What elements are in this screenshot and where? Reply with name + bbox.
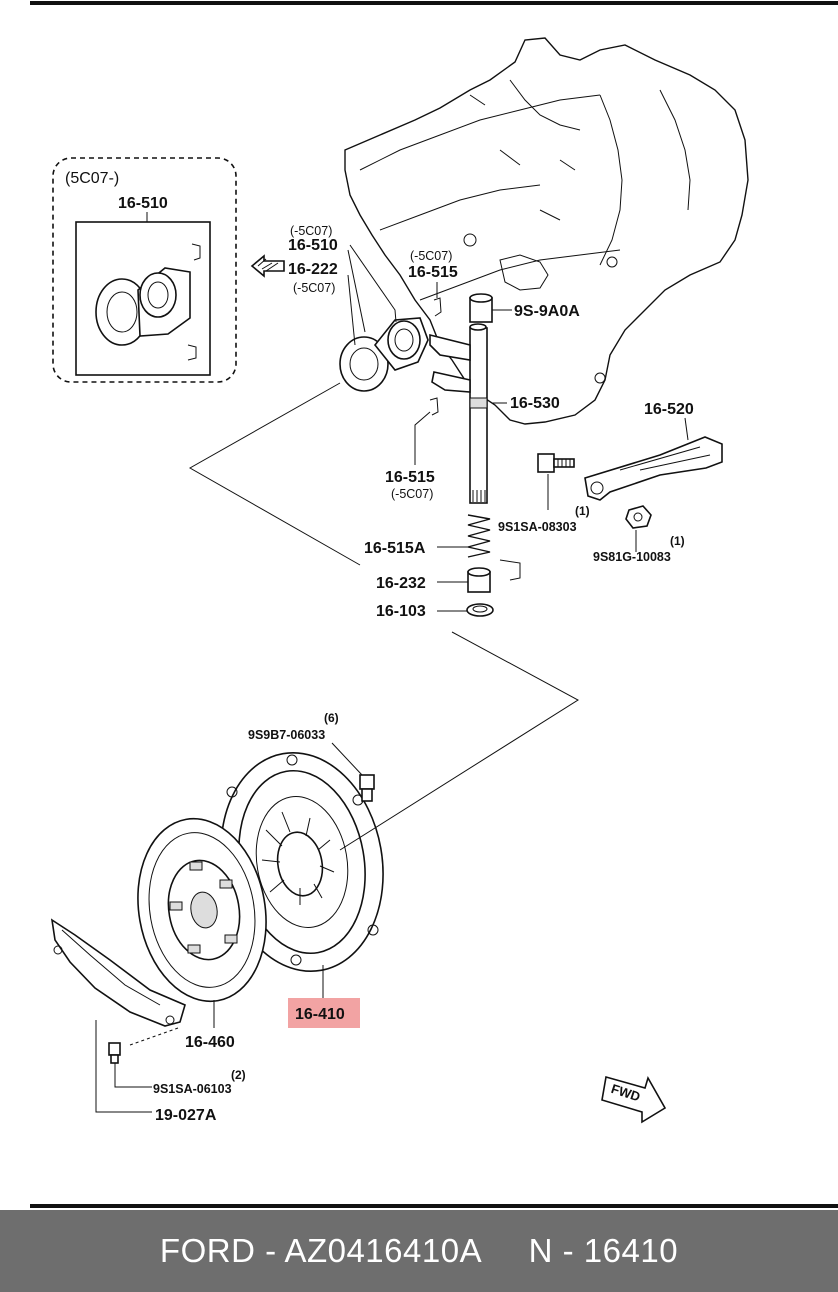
callout-16-515-bottom-note: (-5C07) <box>391 487 433 501</box>
callout-16-520: 16-520 <box>644 401 694 418</box>
callout-16-510: 16-510 <box>288 237 338 254</box>
callout-9s1sa-08303: 9S1SA-08303 <box>498 520 577 534</box>
leader-lines <box>95 244 689 1113</box>
callout-19-027a: 19-027A <box>155 1107 217 1124</box>
part-number-footer: FORD - AZ0416410A N - 16410 <box>0 1210 838 1292</box>
callout-plate-bolt-qty: (2) <box>231 1068 246 1082</box>
seal-16-103 <box>466 603 494 617</box>
callout-16-515a: 16-515A <box>364 540 426 557</box>
footer-separator: - <box>255 1232 285 1269</box>
callout-16-222-note: (-5C07) <box>293 281 335 295</box>
callout-16-232: 16-232 <box>376 575 426 592</box>
callout-nut-qty: (1) <box>670 534 685 548</box>
bolt-9s1sa-08303 <box>537 453 575 473</box>
clip-16-515-bottom <box>429 397 439 416</box>
spring-16-515a <box>467 514 491 558</box>
bearing-detail-frame <box>75 221 211 376</box>
footer-ref-number: 16410 <box>583 1232 679 1269</box>
release-lever <box>584 436 723 501</box>
callout-16-222: 16-222 <box>288 261 338 278</box>
footer-gap <box>480 1232 528 1269</box>
callout-16-460: 16-460 <box>185 1034 235 1051</box>
release-fork-shaft <box>429 323 488 504</box>
backing-plate <box>50 918 186 1027</box>
footer-ref-prefix: N <box>528 1232 553 1269</box>
bushing-16-232 <box>467 567 491 593</box>
nut-9s81g-10083 <box>625 505 652 529</box>
callout-16-103: 16-103 <box>376 603 426 620</box>
callout-bolt-qty: (1) <box>575 504 590 518</box>
callout-16-510-note: (-5C07) <box>290 224 332 238</box>
callout-16-515-top: 16-515 <box>408 264 458 281</box>
callout-9s81g-10083: 9S81G-10083 <box>593 550 671 564</box>
variant-box-title: (5C07-) <box>65 170 119 187</box>
detail-arrow-icon <box>250 254 285 278</box>
bolt-9s1sa-06103 <box>108 1042 121 1064</box>
footer-part-number: AZ0416410A <box>284 1232 481 1269</box>
footer-text: FORD - AZ0416410A N - 16410 <box>160 1232 678 1270</box>
variant-box <box>52 157 237 383</box>
callout-16-510-box: 16-510 <box>118 195 168 212</box>
callout-9s9b7-06033: 9S9B7-06033 <box>248 728 325 742</box>
footer-brand: FORD <box>159 1232 256 1269</box>
callout-16-515-top-note: (-5C07) <box>410 249 452 263</box>
clutch-disc <box>137 817 267 1003</box>
callout-16-530: 16-530 <box>510 395 560 412</box>
callout-16-410: 16-410 <box>295 1006 345 1023</box>
clutch-cover <box>220 751 384 973</box>
bolt-9s9b7-06033 <box>359 774 375 802</box>
callout-9s1sa-06103: 9S1SA-06103 <box>153 1082 232 1096</box>
bushing-9s-9a0a <box>469 293 493 323</box>
footer-separator-2: - <box>552 1232 584 1269</box>
release-bearing-alt <box>95 243 201 361</box>
transmission-housing <box>344 37 749 425</box>
release-bearing <box>339 317 429 392</box>
callout-cover-bolt-qty: (6) <box>324 711 339 725</box>
callout-9s-9a0a: 9S-9A0A <box>514 303 580 320</box>
fwd-arrow-icon <box>601 1075 667 1124</box>
callout-16-515-bottom: 16-515 <box>385 469 435 486</box>
highlight-16-410 <box>288 998 360 1028</box>
clip-16-515-top <box>433 297 442 317</box>
parts-diagram: (5C07-) 16-510 <box>30 1 838 1208</box>
